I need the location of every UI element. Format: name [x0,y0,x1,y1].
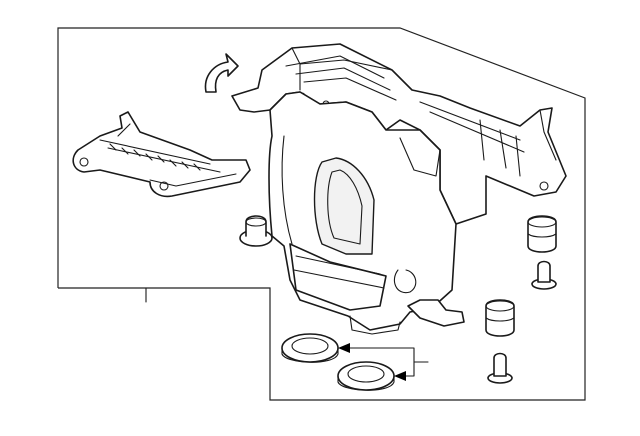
cushion-part-upper [527,215,557,253]
assembly-frame [57,27,586,401]
grommet-part [239,215,273,247]
seal-ring-upper [281,333,339,363]
seal-callout-leader [338,343,429,381]
arrow-head-lower [394,371,406,381]
arrow-head-upper [338,343,350,353]
cushion-part-lower [485,299,515,337]
bolt-part-upper [531,260,557,290]
blower-housing-part [231,43,567,335]
bracket-part [72,111,251,198]
bolt-part-lower [487,352,513,384]
clip-part [204,53,239,93]
seal-ring-lower [337,361,395,391]
